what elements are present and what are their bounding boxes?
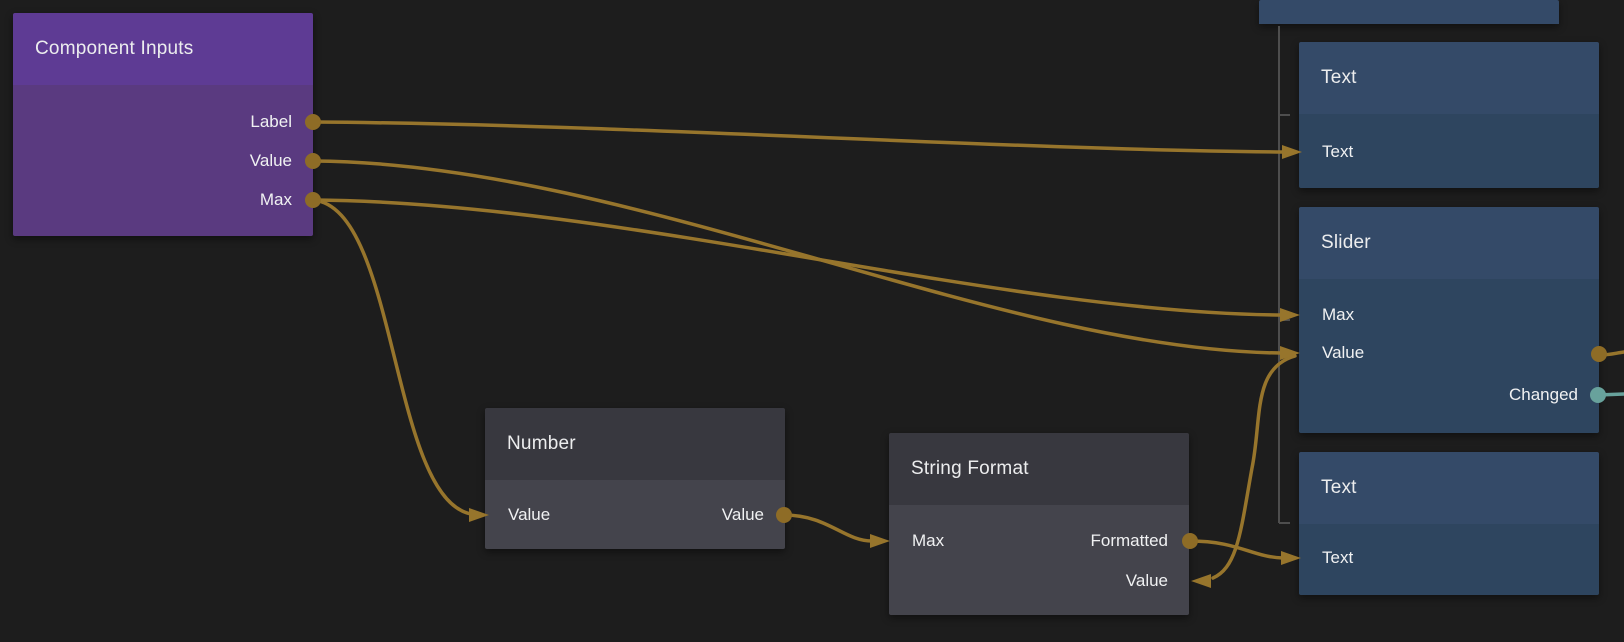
node-title: Text: [1299, 452, 1599, 524]
node-body: [13, 85, 313, 236]
port-input-value[interactable]: Value: [1322, 343, 1365, 362]
port-output-formatted[interactable]: Formatted: [1090, 531, 1168, 550]
port-input-max[interactable]: Max: [912, 531, 945, 550]
node-number[interactable]: Number Value Value: [485, 408, 785, 549]
node-body: [889, 505, 1189, 615]
port-output-value[interactable]: Value: [721, 505, 764, 524]
port-dot-component-max[interactable]: [305, 192, 321, 208]
arrowhead-stringformat-max-input: [870, 534, 890, 548]
connection-number-to-stringformat-max[interactable]: [782, 513, 874, 543]
connection-max-to-number-value[interactable]: [311, 198, 473, 516]
port-input-max[interactable]: Max: [1322, 305, 1355, 324]
node-partial-parent[interactable]: [1259, 0, 1559, 24]
hierarchy-connector-line: [1278, 26, 1290, 524]
node-string-format[interactable]: String Format Max Formatted Value: [889, 433, 1189, 615]
port-input-value[interactable]: Value: [508, 505, 551, 524]
port-input-value-right[interactable]: Value: [1125, 571, 1168, 590]
connection-label-to-text-top[interactable]: [311, 120, 1286, 154]
port-dot-slider-changed-out[interactable]: [1590, 387, 1606, 403]
arrowhead-slider-max-input: [1280, 308, 1300, 322]
node-title: Text: [1299, 42, 1599, 114]
node-component-inputs[interactable]: Component Inputs Label Value Max: [13, 13, 313, 236]
node-title: String Format: [889, 433, 1189, 505]
port-dot-number-value-out[interactable]: [776, 507, 792, 523]
node-partial-parent-header: [1259, 0, 1559, 24]
port-output-max[interactable]: Max: [259, 190, 292, 209]
port-dot-stringformat-formatted-out[interactable]: [1182, 533, 1198, 549]
node-title: Component Inputs: [13, 13, 313, 85]
port-output-value[interactable]: Value: [249, 151, 292, 170]
node-title: Number: [485, 408, 785, 480]
port-dot-slider-value-out[interactable]: [1591, 346, 1607, 362]
arrowhead-stringformat-value-input: [1191, 574, 1211, 588]
node-slider[interactable]: Slider Max Value Changed: [1299, 207, 1599, 433]
arrowhead-text-bottom-input: [1281, 551, 1301, 565]
node-text-top[interactable]: Text Text: [1299, 42, 1599, 188]
arrowhead-number-value-input: [469, 508, 489, 522]
connection-formatted-to-text-bottom[interactable]: [1188, 539, 1285, 560]
port-dot-component-label[interactable]: [305, 114, 321, 130]
port-input-text[interactable]: Text: [1322, 548, 1354, 567]
node-body: [1299, 279, 1599, 433]
node-title: Slider: [1299, 207, 1599, 279]
port-input-text[interactable]: Text: [1322, 142, 1354, 161]
node-body: [1299, 114, 1599, 188]
arrowhead-text-top-input: [1282, 145, 1302, 159]
node-body: [1299, 524, 1599, 595]
connection-slider-value-to-stringformat-value[interactable]: [1211, 354, 1297, 580]
node-body: [485, 480, 785, 549]
port-output-changed[interactable]: Changed: [1508, 385, 1578, 404]
arrowhead-slider-value-input: [1280, 346, 1300, 360]
connection-max-to-slider-max[interactable]: [311, 198, 1284, 317]
node-text-bottom[interactable]: Text Text: [1299, 452, 1599, 595]
port-dot-component-value[interactable]: [305, 153, 321, 169]
port-output-label[interactable]: Label: [250, 112, 292, 131]
